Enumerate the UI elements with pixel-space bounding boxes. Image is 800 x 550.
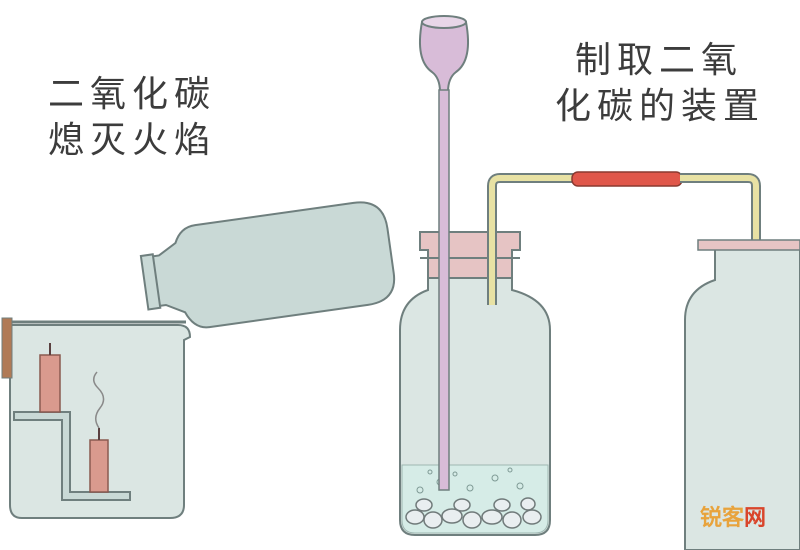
rubber-stopper xyxy=(419,231,521,279)
thistle-funnel-rim xyxy=(421,15,467,29)
beaker-spout xyxy=(1,317,13,379)
right-caption: 制取二氧 化碳的装置 xyxy=(555,38,765,130)
gas-bubbles xyxy=(416,467,524,494)
pouring-bottle xyxy=(139,201,396,329)
tall-candle xyxy=(39,354,61,413)
collecting-bottle xyxy=(684,247,800,550)
stepped-platform xyxy=(13,411,131,501)
right-caption-line1: 制取二氧 xyxy=(575,40,744,81)
delivery-tube-fill xyxy=(489,175,575,305)
thistle-funnel-bulb xyxy=(419,21,469,93)
watermark-part1: 锐客 xyxy=(699,506,744,531)
collecting-bottle-assembly xyxy=(684,239,800,550)
right-caption-line2: 化碳的装置 xyxy=(555,86,766,127)
marble-chips xyxy=(405,497,542,529)
left-caption-line2: 熄灭火焰 xyxy=(48,120,217,161)
smoke-wisp xyxy=(93,371,105,429)
short-candle xyxy=(89,439,109,493)
beaker-assembly xyxy=(1,317,192,519)
collecting-bottle-lid xyxy=(697,239,800,251)
rubber-joint xyxy=(571,171,683,187)
watermark-part2: 网 xyxy=(743,506,766,531)
pouring-bottle-body xyxy=(147,201,396,329)
left-caption-line1: 二氧化碳 xyxy=(48,74,217,115)
generating-bottle-assembly xyxy=(399,15,761,536)
delivery-tube-outlet-fill xyxy=(680,175,759,500)
pouring-bottle-mouth xyxy=(139,253,162,311)
left-caption: 二氧化碳 熄灭火焰 xyxy=(48,72,216,164)
thistle-funnel-tube xyxy=(438,89,450,491)
watermark: 锐客网 xyxy=(700,500,766,532)
